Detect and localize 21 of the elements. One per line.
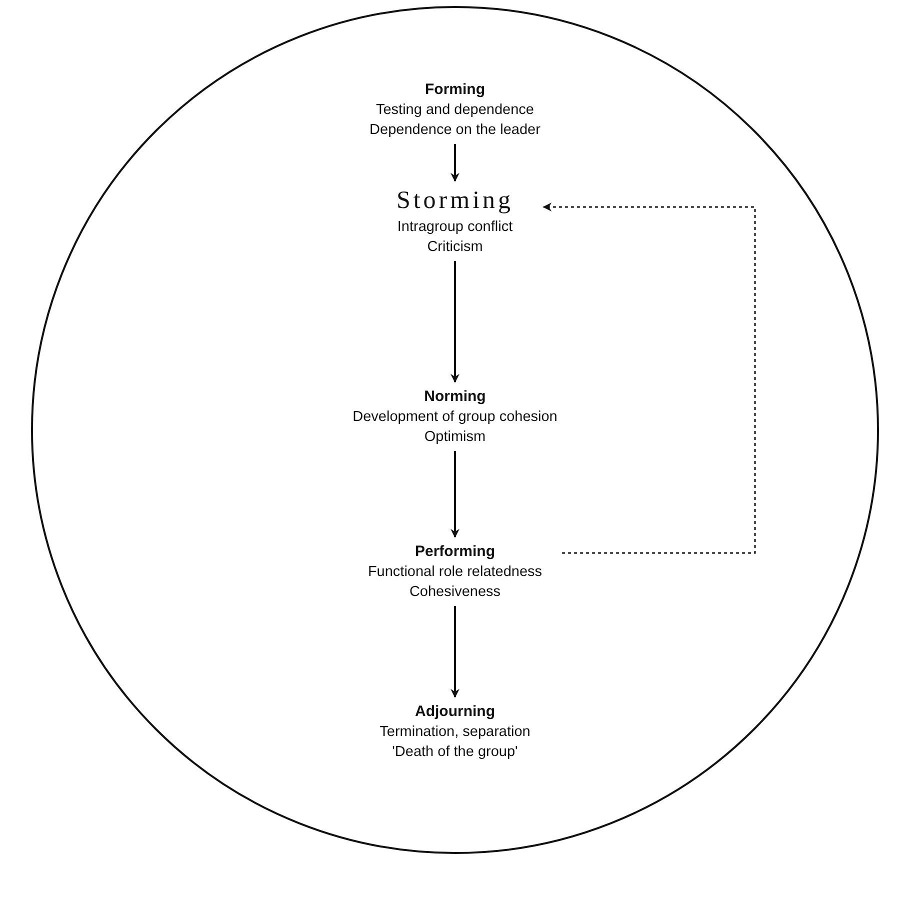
stage-description: Cohesiveness: [408, 583, 502, 602]
feedback-arrow: [542, 202, 756, 554]
arrow: [450, 451, 460, 538]
stage-heading: Norming: [423, 387, 487, 407]
circle-outline: [30, 5, 880, 855]
stage-description: Development of group cohesion: [352, 408, 558, 427]
arrow: [450, 144, 460, 182]
stage-heading: Forming: [424, 80, 486, 100]
stage-description: 'Death of the group': [391, 743, 519, 762]
stage-description: Criticism: [426, 238, 484, 257]
stage-description: Optimism: [423, 428, 487, 447]
stage-heading: Performing: [414, 542, 496, 562]
stage-heading: Storming: [396, 186, 514, 216]
stage-description: Intragroup conflict: [396, 218, 514, 237]
stage-heading: Adjourning: [414, 702, 496, 722]
arrow: [450, 606, 460, 698]
stage-description: Testing and dependence: [374, 101, 535, 120]
stage-description: Dependence on the leader: [370, 121, 540, 140]
stage-description: Functional role relatedness: [368, 563, 542, 582]
stage-description: Termination, separation: [380, 723, 530, 742]
arrow: [450, 261, 460, 383]
